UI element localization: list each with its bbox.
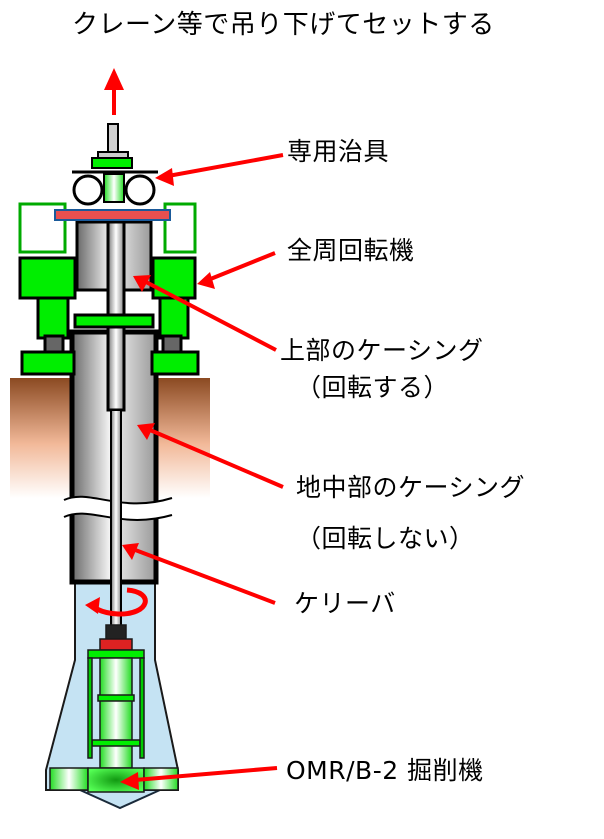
- rotator-platform: [54, 209, 171, 221]
- label-excavator: OMR/B-2 掘削機: [286, 756, 484, 785]
- label-rotator: 全周回転機: [287, 236, 415, 265]
- label-upper-casing: 上部のケーシング: [280, 336, 484, 365]
- special-jig: [72, 123, 158, 206]
- kelly-bar: [106, 220, 126, 631]
- rotator-right: [150, 202, 200, 376]
- diagram-title: クレーン等で吊り下げてセットする: [72, 10, 495, 40]
- label-kelly-bar: ケリーバ: [294, 589, 396, 618]
- label-special-jig: 専用治具: [287, 137, 390, 166]
- label-upper-casing-note: （回転する）: [296, 373, 450, 402]
- rotation-arrow-icon: [85, 587, 148, 617]
- label-ground-casing: 地中部のケーシング: [296, 473, 526, 502]
- annotation-arrows: [104, 68, 284, 790]
- label-ground-casing-note: （回転しない）: [296, 524, 475, 553]
- rotator-left: [18, 202, 155, 376]
- up-arrow-icon: [104, 68, 124, 90]
